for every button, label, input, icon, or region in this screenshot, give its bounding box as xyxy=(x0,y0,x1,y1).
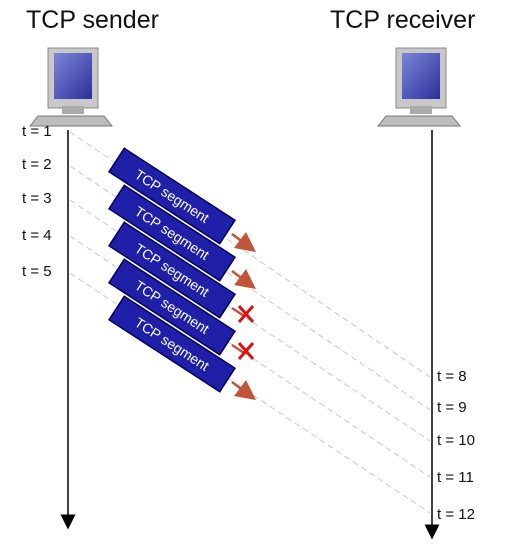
receiver-time-label: t = 10 xyxy=(437,432,475,449)
receiver-time-label: t = 11 xyxy=(437,469,474,486)
sender-computer-icon xyxy=(28,47,114,127)
segment-motion-arrow xyxy=(231,380,256,400)
receiver-time-label: t = 8 xyxy=(437,368,467,385)
segment-motion-arrow xyxy=(231,306,245,318)
segment-motion-arrow xyxy=(231,232,256,252)
sender-time-label: t = 2 xyxy=(22,156,52,173)
sender-time-label: t = 3 xyxy=(22,190,52,207)
sender-time-label: t = 4 xyxy=(22,227,52,244)
receiver-computer-icon xyxy=(376,47,462,127)
receiver-time-label: t = 9 xyxy=(437,399,467,416)
tcp-segment-box xyxy=(107,258,237,356)
sender-title: TCP sender xyxy=(26,6,159,34)
sender-time-label: t = 1 xyxy=(22,123,52,140)
tcp-segment-box xyxy=(107,184,237,282)
tcp-segment-box xyxy=(107,295,237,393)
x-mark-icon xyxy=(237,342,255,360)
receiver-title: TCP receiver xyxy=(330,6,476,34)
x-mark-icon xyxy=(237,305,255,323)
receiver-time-label: t = 12 xyxy=(437,506,475,523)
segment-motion-arrow xyxy=(231,269,256,289)
segment-motion-arrow xyxy=(231,343,245,355)
tcp-segment-box xyxy=(107,147,237,245)
tcp-segment-box xyxy=(107,221,237,319)
sender-time-label: t = 5 xyxy=(22,263,52,280)
